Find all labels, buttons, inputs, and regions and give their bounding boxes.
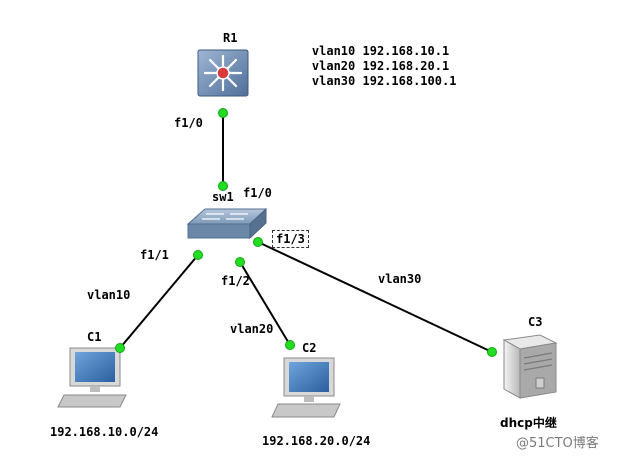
port-label-r1-f1-0: f1/0	[174, 116, 203, 130]
port-label-sw1-f1-2: f1/2	[221, 274, 250, 288]
pc-c1-icon[interactable]	[57, 347, 127, 408]
router-r1-label: R1	[223, 31, 238, 45]
vlan-ip: 192.168.100.1	[362, 74, 457, 88]
host-c2-label: C2	[302, 341, 317, 355]
port-dot-sw1-f1-3	[253, 237, 263, 247]
link-label-vlan30: vlan30	[378, 272, 422, 286]
vlan-name: vlan30	[311, 74, 356, 88]
vlan-name: vlan20	[311, 59, 356, 73]
port-label-sw1-f1-0: f1/0	[243, 186, 272, 200]
port-dot-sw1-f1-1	[193, 250, 203, 260]
link-sw1-c3	[257, 241, 493, 353]
port-dot-sw1-f1-0	[218, 181, 228, 191]
vlan-ip-row: vlan10 192.168.10.1	[283, 30, 449, 72]
port-dot-c2	[285, 340, 295, 350]
vlan-ip-row: vlan20 192.168.20.1	[283, 45, 449, 87]
server-c3-icon[interactable]	[502, 334, 558, 399]
switch-sw1-icon[interactable]	[186, 207, 268, 240]
host-c3-role: dhcp中继	[500, 416, 557, 430]
links	[119, 113, 493, 353]
watermark: @51CTO博客	[516, 436, 599, 451]
port-dot-c1	[115, 343, 125, 353]
port-label-sw1-f1-3[interactable]: f1/3	[272, 230, 309, 248]
switch-sw1-label: sw1	[212, 190, 234, 204]
vlan-ip-row: vlan30 192.168.100.1	[283, 60, 457, 102]
host-c3-label: C3	[528, 315, 543, 329]
link-label-vlan10: vlan10	[87, 288, 131, 302]
pc-c2-icon[interactable]	[271, 357, 341, 418]
link-label-vlan20: vlan20	[230, 322, 274, 336]
link-sw1-c1	[119, 254, 199, 349]
host-c1-subnet: 192.168.10.0/24	[50, 425, 159, 439]
port-dot-r1-f1-0	[218, 108, 228, 118]
host-c1-label: C1	[87, 330, 102, 344]
link-sw1-c2	[239, 261, 291, 346]
router-r1-icon[interactable]	[197, 49, 249, 97]
port-dot-sw1-f1-2	[235, 257, 245, 267]
vlan-name: vlan10	[311, 44, 356, 58]
vlan-ip: 192.168.20.1	[362, 59, 450, 73]
vlan-ip: 192.168.10.1	[362, 44, 450, 58]
host-c2-subnet: 192.168.20.0/24	[262, 434, 371, 448]
port-dot-c3	[487, 347, 497, 357]
port-label-sw1-f1-1: f1/1	[140, 248, 169, 262]
port-dots	[115, 108, 497, 357]
